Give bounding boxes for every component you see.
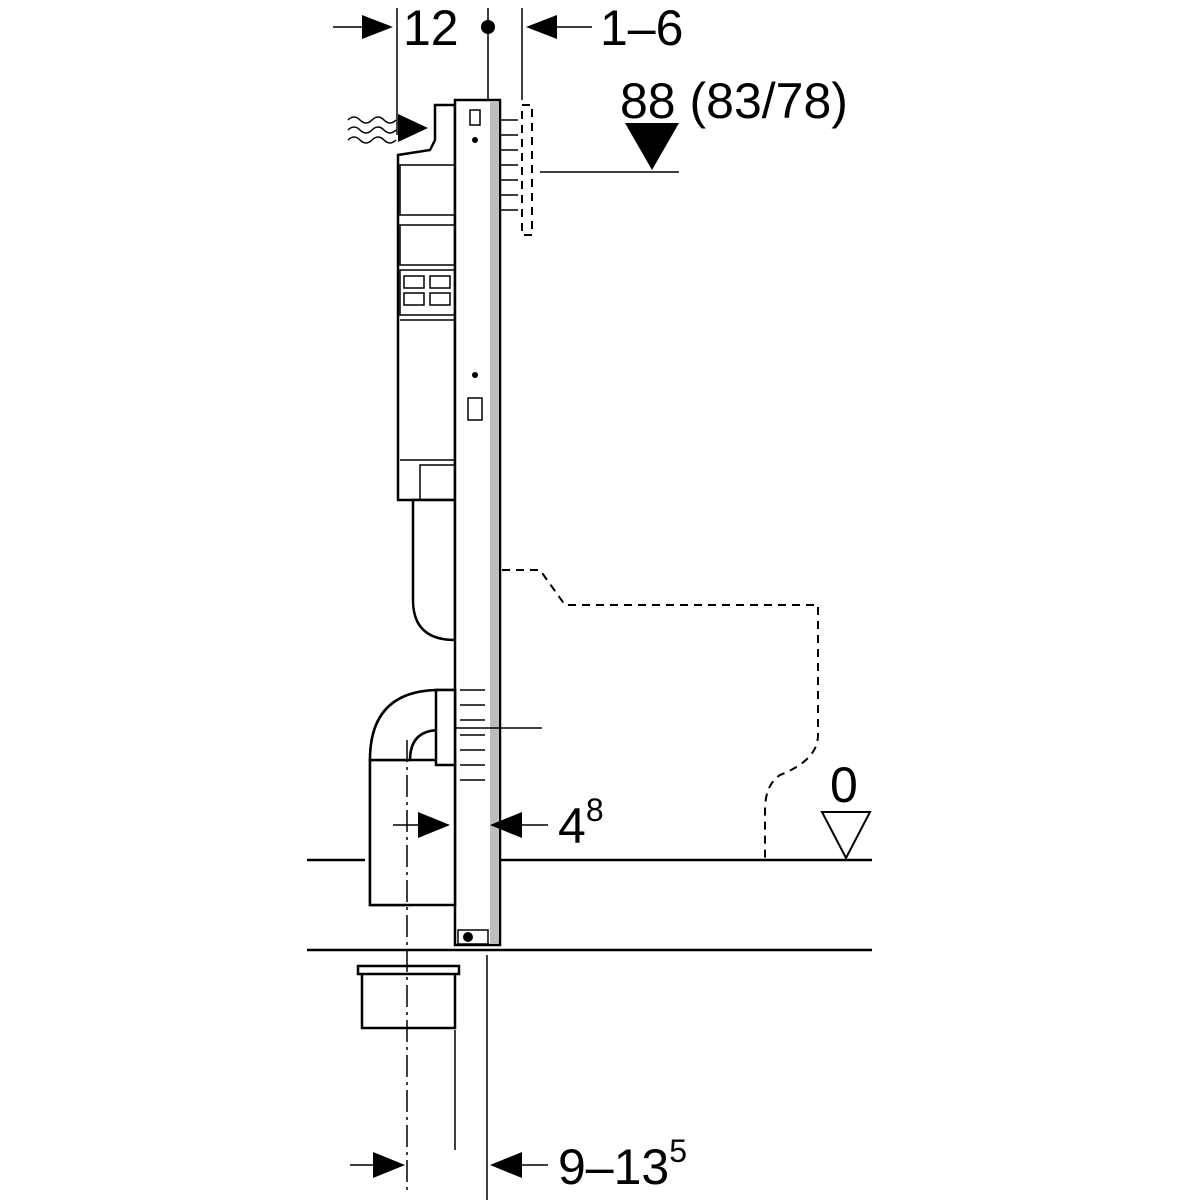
arrow-left-icon — [526, 15, 557, 39]
triangle-down-filled-icon — [625, 123, 679, 170]
dim-4-8: 48 — [558, 792, 604, 854]
bottom-dimension-1: 48 — [393, 792, 604, 854]
floor-level-marker: 0 — [820, 757, 872, 861]
bottom-dimension-2: 9–135 — [350, 1133, 687, 1195]
arrow-right-icon — [362, 15, 393, 39]
drain-elbow — [368, 688, 457, 907]
floor-lines — [307, 858, 872, 952]
drain-connection — [455, 689, 542, 781]
flush-pipe — [411, 498, 457, 642]
height-marker: 88 (83/78) — [540, 73, 848, 173]
dim-12: 12 — [403, 0, 459, 56]
water-connection — [500, 104, 533, 236]
triangle-down-outline-icon — [820, 811, 872, 861]
dim-88: 88 (83/78) — [620, 73, 848, 129]
wc-outline — [502, 569, 819, 860]
dim-1-6: 1–6 — [600, 0, 683, 56]
cistern — [396, 103, 457, 502]
axis-dot — [481, 20, 495, 34]
drain-socket — [356, 964, 461, 1030]
installation-frame — [453, 98, 502, 947]
air-inlet-icon — [347, 114, 428, 144]
dim-9-13-5: 9–135 — [558, 1133, 687, 1195]
top-dimension: 12 1–6 — [333, 0, 683, 135]
dim-0: 0 — [830, 757, 858, 813]
